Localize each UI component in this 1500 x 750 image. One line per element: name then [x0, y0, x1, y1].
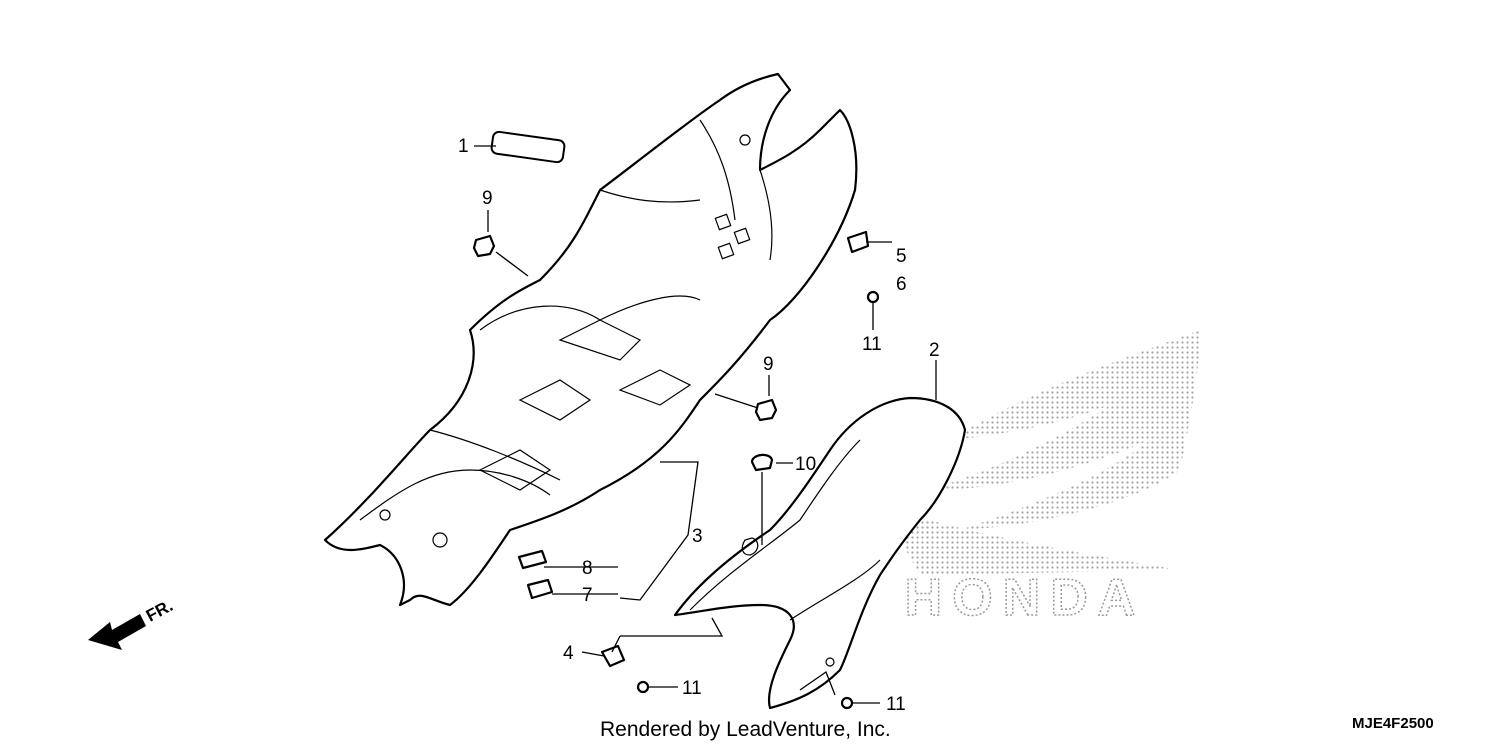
- callout-6: 6: [896, 274, 907, 295]
- diagram-code: MJE4F2500: [1352, 715, 1434, 732]
- rubber-8: [517, 549, 548, 570]
- emblem-part-1: [490, 130, 566, 164]
- callout-11-right: 11: [886, 694, 906, 715]
- screw-11-right: [840, 696, 854, 710]
- screw-11-left: [636, 680, 650, 694]
- callout-1: 1: [458, 136, 469, 157]
- callout-3: 3: [692, 526, 703, 547]
- honda-wing-watermark: [845, 330, 1200, 575]
- callout-9-upper: 9: [482, 188, 493, 209]
- callout-10: 10: [795, 454, 816, 475]
- callout-5: 5: [896, 246, 907, 267]
- callout-8: 8: [582, 558, 593, 579]
- grommet-5-6: [846, 230, 870, 254]
- bolt-9-upper: [472, 234, 496, 258]
- front-direction-arrow: FR.: [88, 596, 176, 650]
- callout-11-upper: 11: [862, 334, 882, 355]
- honda-watermark-text: HONDA: [905, 569, 1146, 627]
- callout-7: 7: [582, 585, 593, 606]
- leader-lines: [474, 145, 937, 704]
- direction-label: FR.: [143, 596, 176, 626]
- rear-cover-part-2: [673, 396, 967, 710]
- screw-10: [750, 453, 774, 472]
- callout-9-lower: 9: [763, 354, 774, 375]
- screw-11-upper: [866, 290, 880, 304]
- clip-4: [600, 644, 626, 668]
- rubber-7: [526, 578, 554, 600]
- callout-11-left: 11: [682, 678, 702, 699]
- rear-fender-part-3: [323, 72, 858, 607]
- rendered-by-footer: Rendered by LeadVenture, Inc.: [600, 718, 891, 741]
- bolt-9-lower: [754, 398, 778, 422]
- callout-4: 4: [563, 643, 574, 664]
- callout-2: 2: [929, 340, 940, 361]
